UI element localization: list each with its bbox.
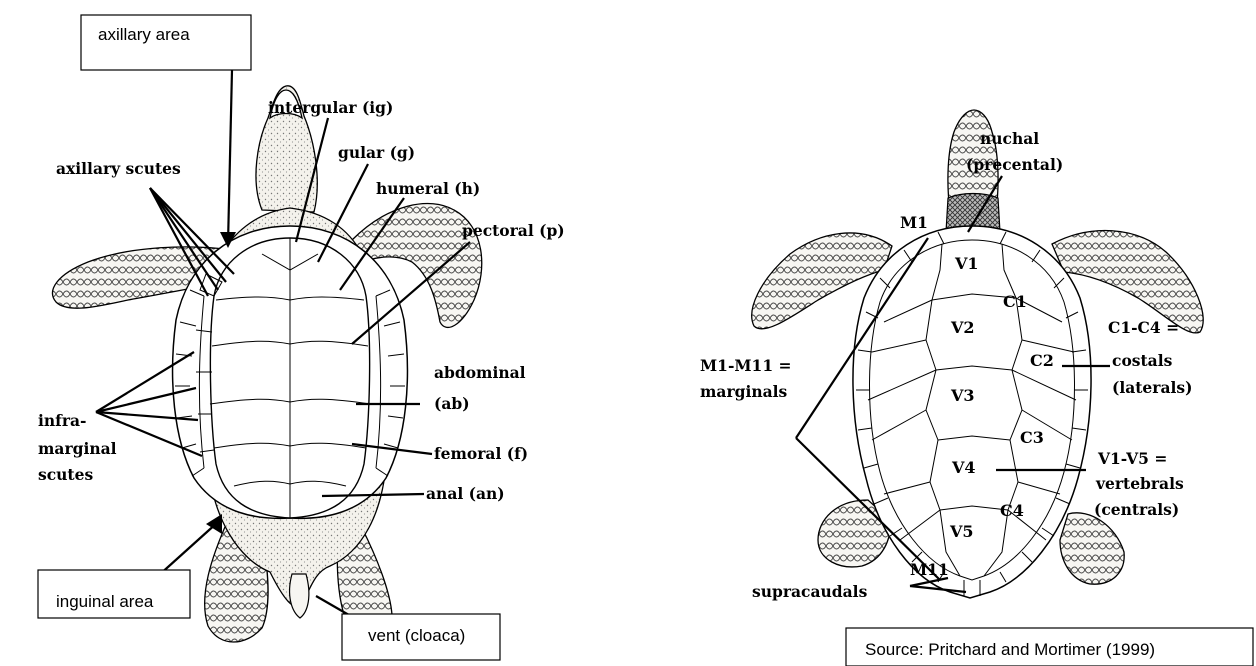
costals-label-line2: costals: [1112, 351, 1173, 370]
inframarginal-label-line2: marginal: [38, 439, 117, 458]
scute-c2: C2: [1030, 351, 1054, 370]
scute-c1: C1: [1003, 292, 1027, 311]
axillary-area-label: axillary area: [98, 25, 190, 44]
m11-label: M11: [910, 560, 949, 579]
marginals-label-line1: M1-M11 =: [700, 356, 792, 375]
ventral-tail: [290, 574, 309, 618]
source-box: Source: Pritchard and Mortimer (1999): [846, 628, 1253, 666]
pectoral-label: pectoral (p): [462, 221, 565, 240]
abdominal-label-line2: (ab): [434, 394, 470, 413]
axillary-area-box: axillary area: [81, 15, 251, 70]
scute-v1: V1: [954, 254, 979, 273]
vertebrals-label-line2: vertebrals: [1095, 474, 1184, 493]
scute-v3: V3: [950, 386, 975, 405]
vent-box: vent (cloaca): [342, 614, 500, 660]
nuchal-label-line2: (precental): [966, 155, 1063, 174]
inframarginal-label-line1: infra-: [38, 411, 86, 430]
scute-v2: V2: [950, 318, 975, 337]
vertebrals-label-line3: (centrals): [1094, 500, 1179, 519]
axillary-scutes-label: axillary scutes: [56, 159, 181, 178]
abdominal-label-line1: abdominal: [434, 363, 526, 382]
axillary-area-leader: [228, 70, 232, 244]
costals-label-line3: (laterals): [1112, 378, 1192, 397]
dorsal-right-rear-flipper: [1060, 513, 1124, 584]
inguinal-area-label: inguinal area: [56, 592, 154, 611]
supracaudals-label: supracaudals: [752, 582, 868, 601]
gular-label: gular (g): [338, 143, 415, 162]
inguinal-area-box: inguinal area: [38, 570, 190, 618]
scute-v4: V4: [951, 458, 976, 477]
vent-label: vent (cloaca): [368, 626, 465, 645]
scute-c3: C3: [1020, 428, 1044, 447]
humeral-label: humeral (h): [376, 179, 480, 198]
dorsal-carapace: [853, 226, 1091, 598]
scute-c4: C4: [1000, 501, 1024, 520]
femoral-label: femoral (f): [434, 444, 528, 463]
marginals-label-line2: marginals: [700, 382, 788, 401]
nuchal-label-line1: nuchal: [980, 129, 1039, 148]
costals-label-line1: C1-C4 =: [1108, 318, 1179, 337]
anal-label: anal (an): [426, 484, 505, 503]
inframarginal-label-line3: scutes: [38, 465, 93, 484]
vertebrals-label-line1: V1-V5 =: [1097, 449, 1167, 468]
m1-label: M1: [900, 213, 928, 232]
scute-v5: V5: [949, 522, 974, 541]
source-label: Source: Pritchard and Mortimer (1999): [865, 640, 1155, 659]
intergular-label: intergular (ig): [268, 98, 393, 117]
